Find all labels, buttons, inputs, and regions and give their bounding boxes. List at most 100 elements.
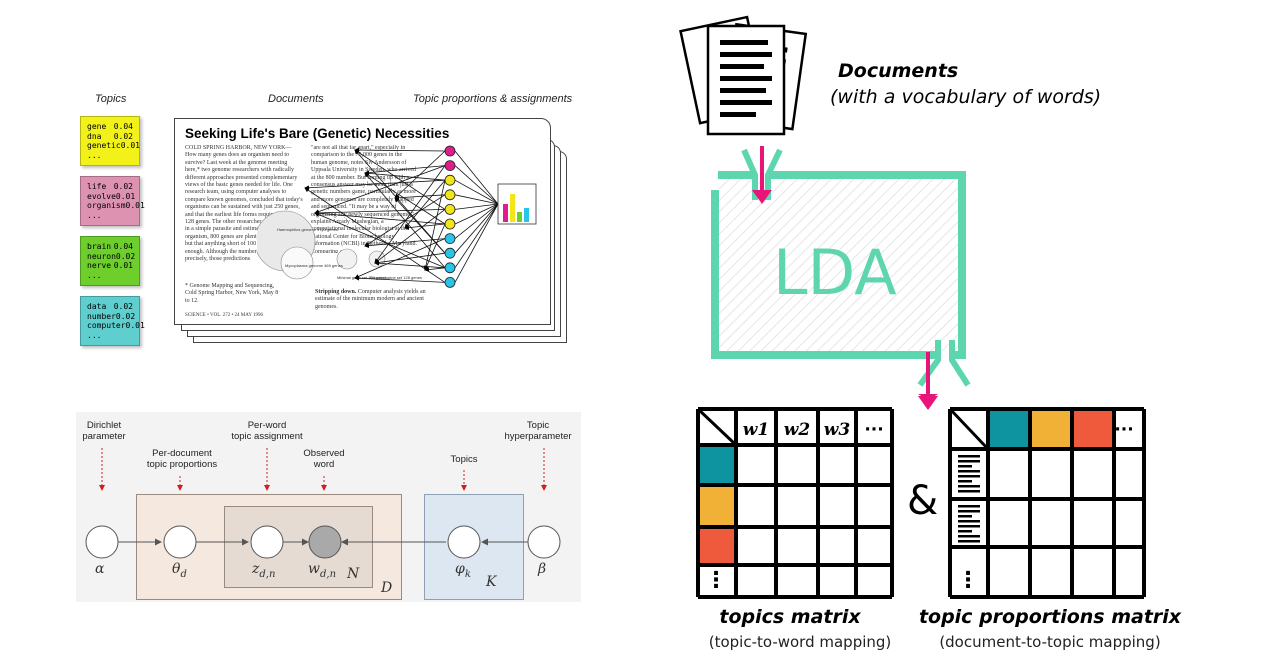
- proportion-line: [454, 203, 499, 210]
- assignment-arrow: [354, 149, 446, 254]
- topic-word: dna: [87, 131, 102, 141]
- topic-word: brain: [87, 242, 112, 251]
- topic-word: organism: [87, 201, 126, 210]
- beta-node: [527, 525, 561, 559]
- assignment-arrow: [374, 209, 446, 264]
- lda-pipeline-graphic: [679, 15, 971, 400]
- topic-weight: 0.02: [113, 182, 133, 191]
- proportion-line: [454, 150, 499, 205]
- topic-word: life: [87, 182, 107, 191]
- document-line-icon: [958, 520, 980, 523]
- topic-weight: 0.02: [113, 131, 133, 141]
- topic-weight: 0.04: [113, 242, 133, 251]
- lda-frame-fill: [719, 179, 958, 351]
- figure-caption: Stripping down. Computer analysis yields…: [315, 289, 433, 311]
- topic-row-color: [698, 445, 736, 485]
- topic-weight: 0.01: [115, 191, 136, 201]
- minimal-set-circle: [336, 248, 358, 270]
- plate-edges: [85, 448, 561, 559]
- document-line-icon: [958, 470, 980, 473]
- assignment-dot: [444, 262, 456, 274]
- topic-word: computer: [87, 321, 126, 330]
- proportions-header: Topic proportions & assignments: [413, 93, 573, 105]
- plate-N-label: N: [347, 566, 360, 582]
- documents-icon: [679, 15, 808, 136]
- output-arrow-tip: [918, 396, 938, 410]
- phi-node: [447, 525, 481, 559]
- col-header: w2: [784, 420, 811, 440]
- assignment-dot: [444, 233, 456, 245]
- topic-weight: 0.04: [113, 122, 133, 131]
- topic-word-row: life 0.02: [87, 182, 133, 192]
- topic-word: ...: [87, 270, 102, 280]
- assignment-arrow: [404, 223, 446, 230]
- proportion-line: [454, 203, 499, 269]
- topic-weight: 0.01: [113, 261, 133, 270]
- theta-label: θd: [172, 561, 187, 580]
- phi-label: φk: [455, 561, 471, 580]
- assignment-dot: [444, 189, 456, 201]
- document-line-icon: [958, 490, 980, 493]
- assignment-arrow: [314, 212, 446, 269]
- assignment-dot: [444, 247, 456, 259]
- assignment-arrow: [404, 179, 446, 229]
- proportion-line: [454, 203, 499, 283]
- topic-weight: 0.01: [120, 141, 140, 150]
- histogram-bar: [524, 208, 529, 222]
- histogram-bar: [517, 212, 522, 222]
- row-ellipsis: ⋮: [957, 568, 979, 593]
- assignment-arrow: [364, 170, 446, 181]
- topic-word-row: gene 0.04: [87, 122, 133, 132]
- proportions-matrix: ··· ⋮: [948, 407, 1146, 599]
- proportion-line: [454, 194, 499, 205]
- plate-K-label: K: [486, 574, 497, 590]
- article-footer: SCIENCE • VOL. 272 • 24 MAY 1996: [185, 313, 264, 318]
- topic-word: ...: [87, 330, 102, 340]
- output-notch: [949, 340, 971, 387]
- document-line-icon: [958, 535, 980, 538]
- proportions-matrix-cells: [948, 407, 1146, 599]
- beta-label: β: [538, 561, 547, 577]
- assignment-arrow: [354, 149, 446, 210]
- assignment-arrow: [314, 165, 446, 214]
- col-header-ellipsis: ···: [1114, 420, 1133, 440]
- document-line-icon: [958, 510, 980, 513]
- topics-matrix-cells: [696, 407, 894, 599]
- grid-line: [696, 407, 738, 447]
- topic-word: neuron: [87, 251, 116, 261]
- assignment-arrow: [394, 194, 446, 201]
- lda-frame: [711, 171, 966, 359]
- assignment-arrows: [304, 145, 537, 288]
- assignment-arrow: [354, 275, 446, 283]
- assignment-dot: [444, 218, 456, 230]
- document-line-icon: [958, 485, 980, 488]
- topic-word-row: ...: [87, 211, 133, 221]
- document-line-icon: [958, 460, 980, 463]
- assignment-arrow: [364, 172, 446, 269]
- proportion-line: [454, 203, 499, 225]
- article-column-1: COLD SPRING HARBOR, NEW YORK— How many g…: [185, 145, 303, 275]
- assignment-dot: [444, 276, 456, 288]
- topic-weight: 0.02: [115, 251, 136, 261]
- document-line-icon: [958, 465, 972, 468]
- input-arrow-head: [752, 190, 772, 204]
- topic-word-row: dna 0.02: [87, 132, 133, 142]
- grid-line: [948, 407, 990, 451]
- topic-word: gene: [87, 122, 107, 131]
- document-line-icon: [958, 455, 980, 458]
- topic-word: genetic: [87, 141, 121, 150]
- proportions-matrix-subtitle: (document-to-topic mapping): [939, 633, 1161, 651]
- alpha-node: [85, 525, 119, 559]
